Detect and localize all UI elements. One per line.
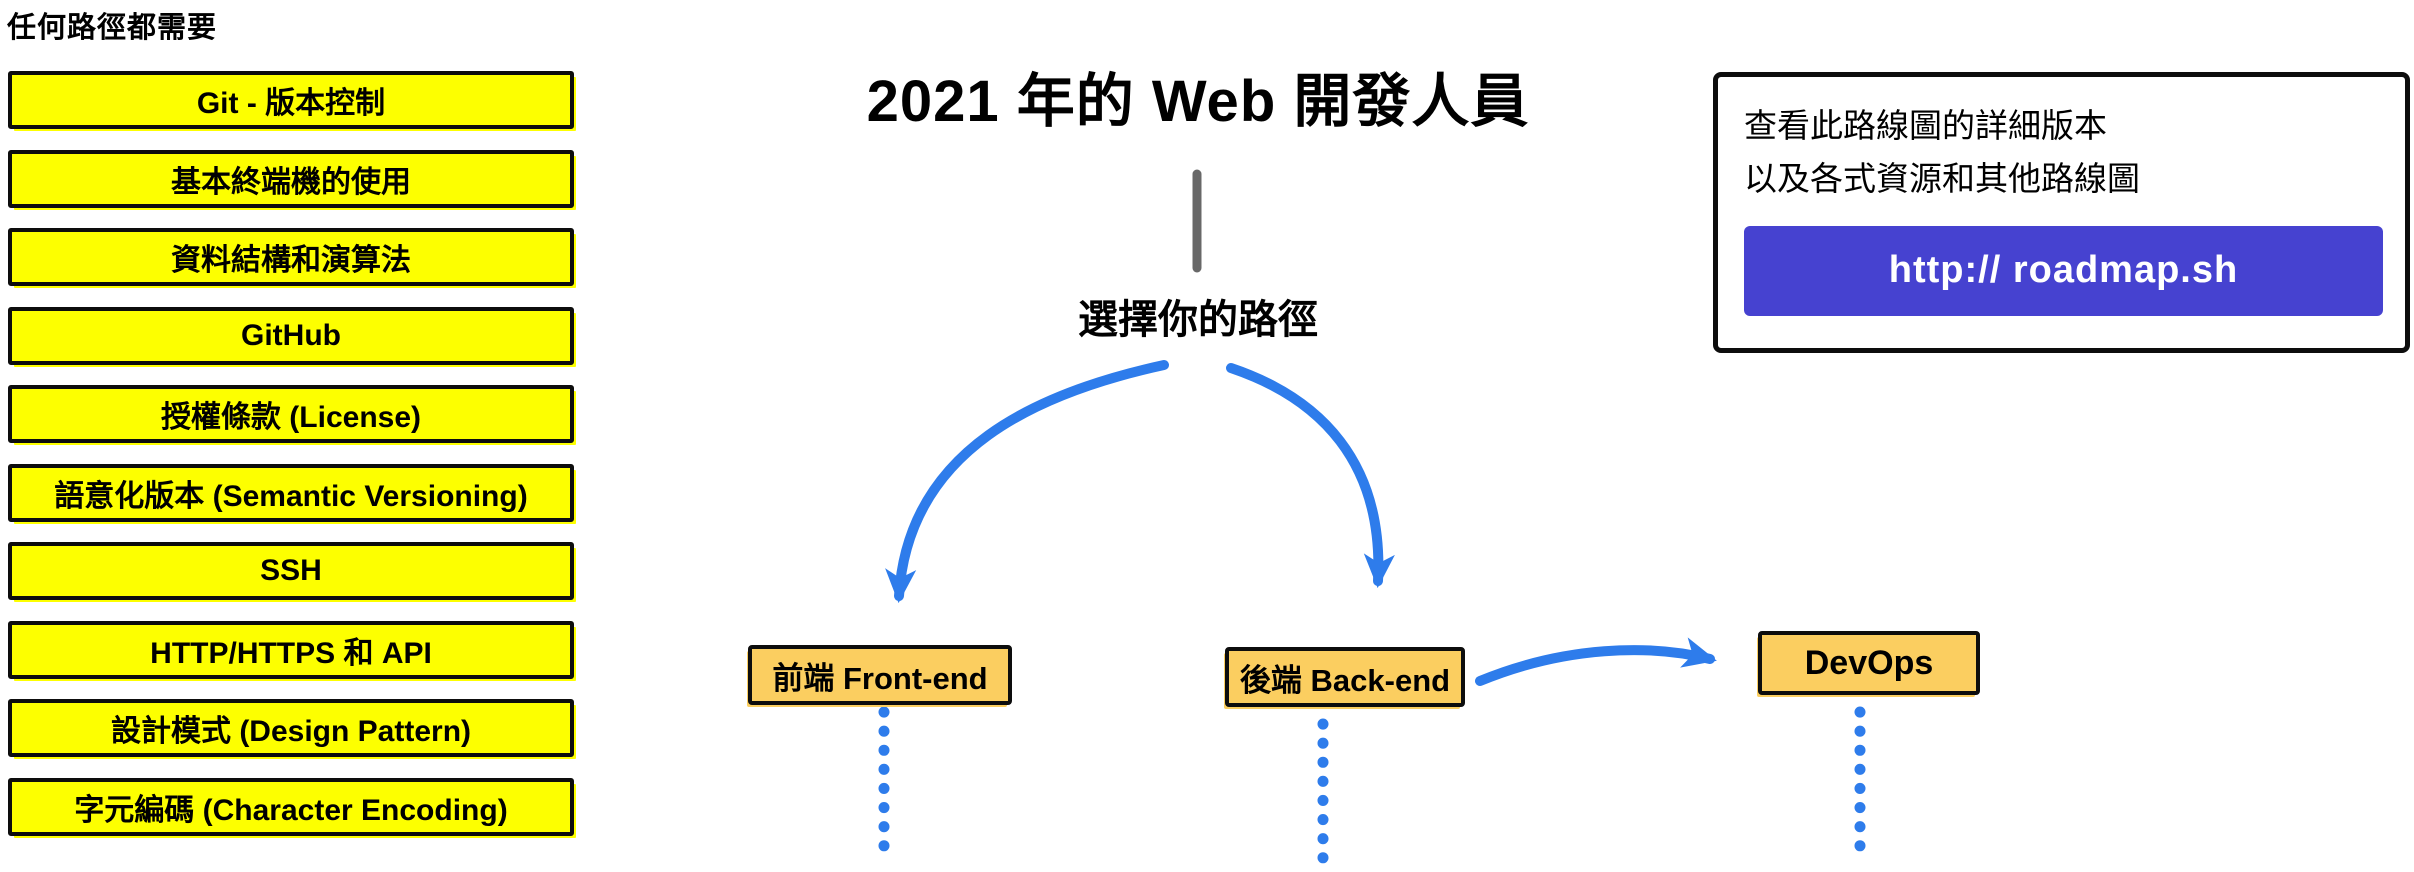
roadmap-url-button[interactable]: http:// roadmap.sh [1744, 225, 2383, 316]
node-terminal[interactable]: 基本終端機的使用 [8, 150, 574, 208]
arrow-to-backend [1226, 363, 1395, 589]
choose-path-label: 選擇你的路徑 [1078, 298, 1318, 342]
node-ssh[interactable]: SSH [8, 542, 574, 600]
arrow-to-frontend [885, 360, 1169, 604]
page-title: 2021 年的 Web 開發人員 [866, 69, 1530, 134]
info-card: 查看此路線圖的詳細版本 以及各式資源和其他路線圖 http:// roadmap… [1713, 72, 2410, 353]
node-design-patterns[interactable]: 設計模式 (Design Pattern) [8, 699, 574, 757]
arrow-backend-to-devops [1475, 637, 1717, 686]
node-license[interactable]: 授權條款 (License) [8, 385, 574, 443]
info-line-2: 以及各式資源和其他路線圖 [1744, 160, 2140, 198]
info-line-1: 查看此路線圖的詳細版本 [1744, 107, 2107, 144]
node-devops[interactable]: DevOps [1758, 631, 1980, 695]
node-data-structures[interactable]: 資料結構和演算法 [8, 228, 574, 286]
node-git[interactable]: Git - 版本控制 [8, 71, 574, 129]
node-character-encoding[interactable]: 字元編碼 (Character Encoding) [8, 778, 574, 836]
node-semantic-versioning[interactable]: 語意化版本 (Semantic Versioning) [8, 464, 574, 522]
node-http-api[interactable]: HTTP/HTTPS 和 API [8, 621, 574, 679]
node-frontend[interactable]: 前端 Front-end [748, 645, 1012, 705]
node-github[interactable]: GitHub [8, 307, 574, 365]
node-backend[interactable]: 後端 Back-end [1225, 647, 1465, 707]
common-requirements-heading: 任何路徑都需要 [7, 12, 218, 44]
